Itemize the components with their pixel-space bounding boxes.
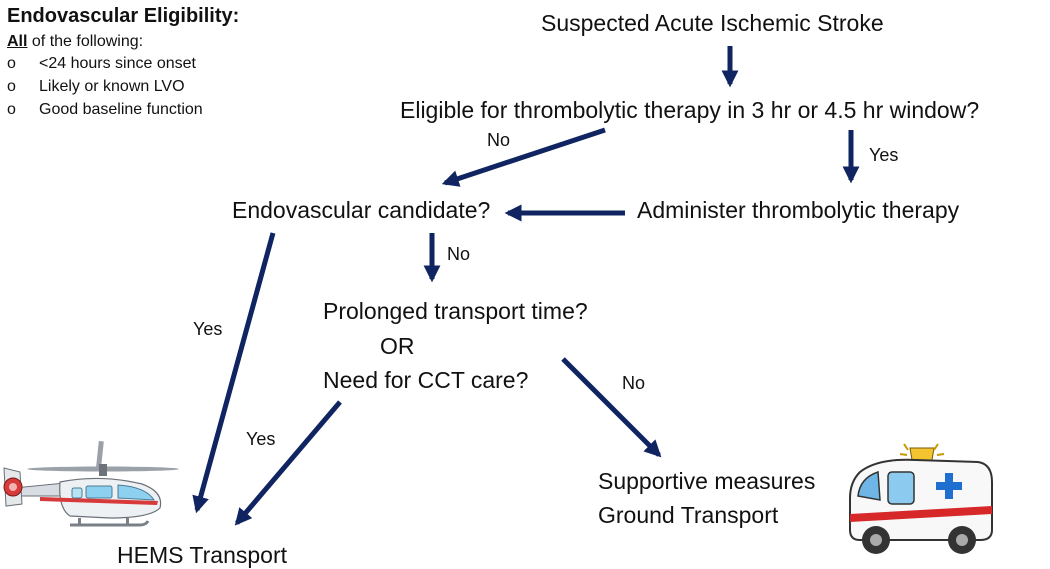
label-cct-yes: Yes [246,429,276,449]
arrow-cct-no [561,357,662,458]
ambulance-icon [849,443,993,554]
criteria-item-text: Likely or known LVO [39,78,185,95]
node-endovascular-candidate: Endovascular candidate? [232,197,491,223]
node-cct-care: Need for CCT care? [323,367,529,393]
criteria-intro-rest: of the following: [27,33,144,50]
node-supportive-measures: Supportive measures [598,468,816,494]
label-eligible-yes: Yes [869,145,899,165]
arrow-cct-yes [234,400,342,526]
bullet-icon: o [7,78,16,95]
node-thrombolytic-eligible: Eligible for thrombolytic therapy in 3 h… [400,97,980,123]
criteria-item: o Likely or known LVO [7,78,239,96]
criteria-intro-bold: All [7,33,28,50]
eligibility-criteria: Endovascular Eligibility: All of the fol… [7,5,239,124]
arrow-eligible-no [441,127,606,187]
criteria-item: o Good baseline function [7,101,239,119]
node-administer-thrombolytic: Administer thrombolytic therapy [637,197,960,223]
node-prolonged-transport: Prolonged transport time? [323,298,588,324]
bullet-icon: o [7,55,16,72]
criteria-item-text: Good baseline function [39,101,203,118]
node-suspected-stroke: Suspected Acute Ischemic Stroke [541,10,884,36]
node-ground-transport: Ground Transport [598,502,779,528]
label-eligible-no: No [487,130,511,150]
bullet-icon: o [7,101,16,118]
criteria-item: o <24 hours since onset [7,55,239,73]
label-cct-no: No [622,373,646,393]
arrow-endovascular-yes [192,232,276,514]
node-hems-transport: HEMS Transport [117,542,287,568]
label-endovascular-yes: Yes [193,319,223,339]
node-or: OR [380,333,415,359]
criteria-item-text: <24 hours since onset [39,55,196,72]
criteria-intro: All of the following: [7,33,239,51]
label-endovascular-no: No [447,244,471,264]
helicopter-icon [3,440,179,527]
criteria-title: Endovascular Eligibility: [7,5,240,27]
